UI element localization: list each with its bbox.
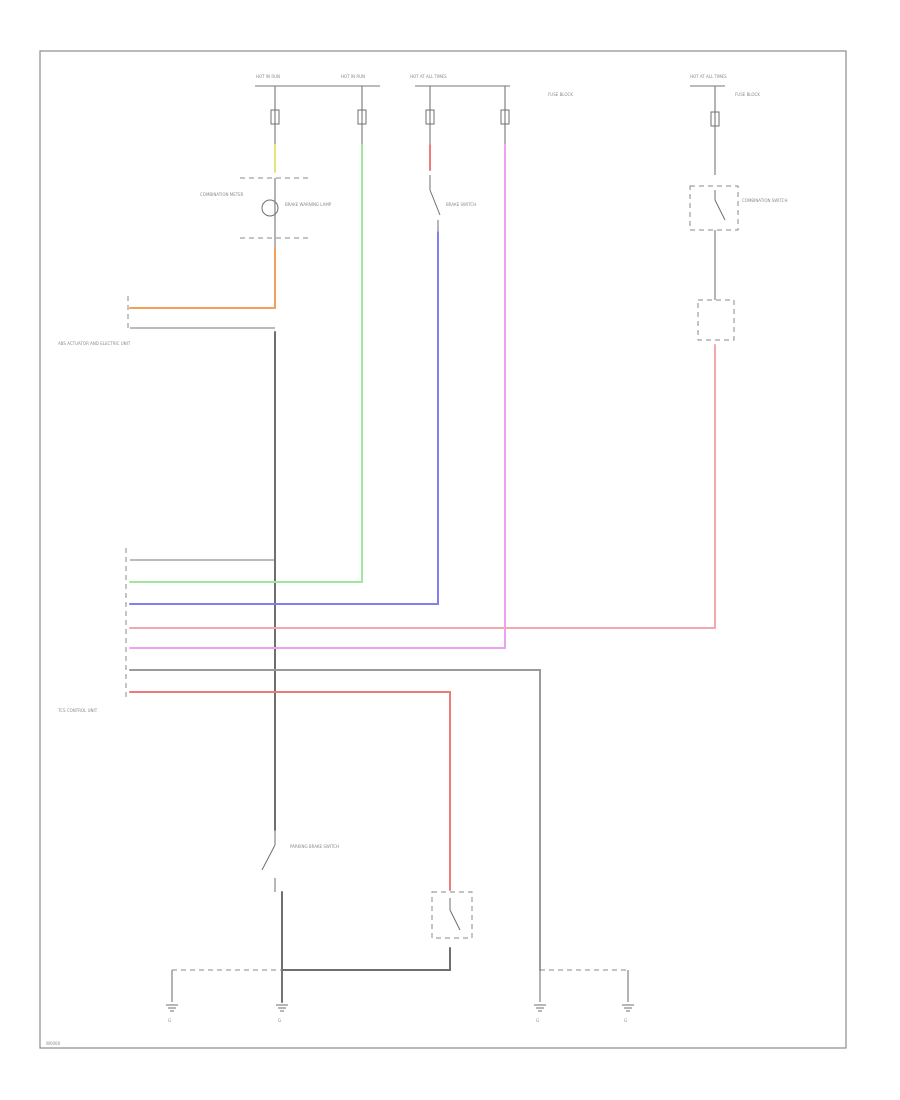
diagram-frame <box>39 50 847 1049</box>
combination-switch <box>714 190 726 221</box>
label-hot-all-times-1: HOT AT ALL TIMES <box>410 74 447 79</box>
label-hot-in-run-1: HOT IN RUN <box>256 74 280 79</box>
label-brake-warning: BRAKE WARNING LAMP <box>285 202 332 207</box>
label-fuse-block-1: FUSE BLOCK <box>548 92 573 97</box>
ground-symbol-3 <box>534 1004 546 1012</box>
label-combination-switch: COMBINATION SWITCH <box>742 198 787 203</box>
blue-wire <box>129 231 439 605</box>
pink-wire <box>129 344 716 629</box>
bulb-icon <box>261 199 279 217</box>
fluid-switch-box <box>431 891 473 939</box>
fuse-3 <box>425 109 435 125</box>
red-wire <box>129 691 451 891</box>
label-ground-2: G <box>278 1018 281 1023</box>
green-wire <box>129 144 363 583</box>
label-tcm: TCS CONTROL UNIT <box>57 708 98 713</box>
label-ground-4: G <box>624 1018 627 1023</box>
parking-brake-switch <box>261 830 276 892</box>
label-ground-1: G <box>168 1018 171 1023</box>
ground-symbol-2 <box>276 1004 288 1012</box>
gray-wire <box>129 669 541 971</box>
fuse-4 <box>500 109 510 125</box>
label-fuse-block-2: FUSE BLOCK <box>735 92 760 97</box>
ground-symbol-4 <box>622 1004 634 1012</box>
label-ground-3: G <box>536 1018 539 1023</box>
label-brake-switch: BRAKE SWITCH <box>446 202 476 207</box>
orange-wire <box>129 247 276 309</box>
violet-wire <box>129 144 506 649</box>
label-abs-actuator: ABS ACTUATOR AND ELECTRIC UNIT <box>58 341 131 346</box>
ground-symbol-1 <box>166 1004 178 1012</box>
label-parking-brake-switch: PARKING BRAKE SWITCH <box>290 844 339 849</box>
brake-switch <box>429 175 441 232</box>
combination-switch-box <box>689 185 739 231</box>
corner-tag: W0000 <box>46 1041 61 1046</box>
fluid-switch <box>449 898 461 931</box>
fuse-5 <box>710 111 720 127</box>
fuse-1 <box>270 109 280 125</box>
label-hot-in-run-2: HOT IN RUN <box>341 74 365 79</box>
switch-ground-wire <box>281 947 451 971</box>
label-hot-all-times-2: HOT AT ALL TIMES <box>690 74 727 79</box>
fuse-2 <box>357 109 367 125</box>
relay-box <box>697 299 735 341</box>
label-combination-meter: COMBINATION METER <box>200 192 244 197</box>
